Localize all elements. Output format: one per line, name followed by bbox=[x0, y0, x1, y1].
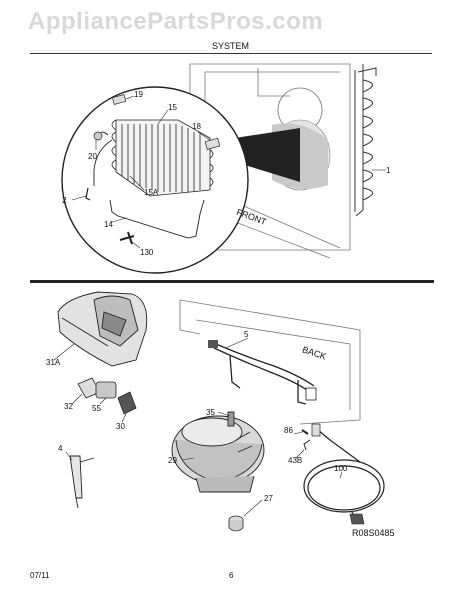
page-number: 6 bbox=[229, 571, 234, 580]
callout-100: 100 bbox=[334, 464, 348, 473]
reference-code: R08S0485 bbox=[352, 528, 395, 538]
harness-connector bbox=[208, 340, 218, 348]
callout-5: 5 bbox=[244, 330, 249, 339]
grommet bbox=[228, 515, 244, 532]
callout-19: 19 bbox=[134, 90, 143, 99]
part-19 bbox=[111, 94, 127, 105]
part-18 bbox=[204, 137, 221, 150]
part-20 bbox=[93, 131, 103, 141]
callout-1: 1 bbox=[386, 166, 391, 175]
watermark: AppliancePartsPros.com bbox=[28, 8, 324, 35]
callout-86: 86 bbox=[284, 426, 293, 435]
compressor bbox=[171, 411, 265, 493]
callout-29: 29 bbox=[168, 456, 177, 465]
callout-35: 35 bbox=[206, 408, 215, 417]
zoom-leader bbox=[222, 128, 300, 182]
condenser-coil bbox=[354, 64, 377, 217]
callout-30: 30 bbox=[116, 422, 125, 431]
callout-14: 14 bbox=[104, 220, 113, 229]
header-rule bbox=[30, 53, 432, 54]
callout-4: 4 bbox=[58, 444, 63, 453]
part-130 bbox=[119, 231, 135, 245]
harness-plug bbox=[305, 387, 317, 401]
callout-15a: 15A bbox=[144, 188, 159, 197]
callout-15: 15 bbox=[168, 103, 177, 112]
callout-27: 27 bbox=[264, 494, 273, 503]
callout-18: 18 bbox=[192, 122, 201, 131]
compartment-outline bbox=[179, 299, 361, 425]
callout-130: 130 bbox=[140, 248, 154, 257]
callout-32: 32 bbox=[64, 402, 73, 411]
power-cord bbox=[303, 429, 385, 521]
cord-plug bbox=[349, 513, 365, 525]
part-86 bbox=[301, 429, 309, 435]
leader-lines-top bbox=[71, 95, 211, 249]
relay-parts bbox=[77, 377, 137, 415]
callout-31a: 31A bbox=[46, 358, 61, 367]
leader-lines-bottom bbox=[53, 337, 343, 517]
footer-date: 07/11 bbox=[30, 571, 50, 580]
part-2 bbox=[85, 187, 91, 201]
section-title: SYSTEM bbox=[212, 41, 250, 51]
section-divider bbox=[30, 280, 434, 283]
evaporator bbox=[111, 119, 214, 197]
callout-20: 20 bbox=[88, 152, 97, 161]
callout-55: 55 bbox=[92, 404, 101, 413]
callout-2: 2 bbox=[62, 196, 67, 205]
cord-connector bbox=[311, 423, 321, 437]
callout-43b: 43B bbox=[288, 456, 303, 465]
relay-cover bbox=[57, 291, 148, 367]
wire-harness bbox=[213, 343, 315, 405]
part-43b bbox=[303, 439, 311, 451]
filter-drier bbox=[69, 455, 95, 509]
